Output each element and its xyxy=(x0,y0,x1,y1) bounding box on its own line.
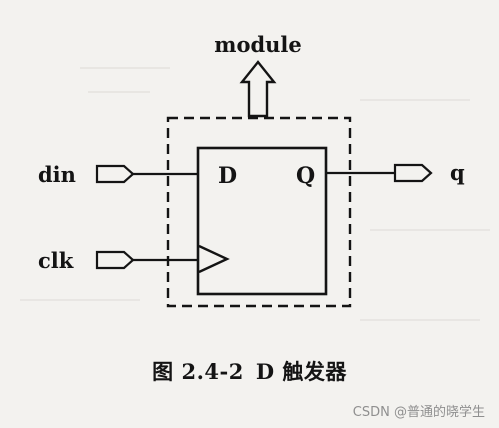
clk-port-connector xyxy=(95,250,135,270)
module-boundary xyxy=(166,116,352,308)
module-up-arrow xyxy=(239,60,277,118)
csdn-watermark: CSDN @普通的晓学生 xyxy=(352,405,485,420)
din-label: din xyxy=(38,162,76,187)
figure-title: D 触发器 xyxy=(255,359,347,384)
flipflop-box xyxy=(196,146,328,296)
clock-triangle xyxy=(198,244,230,274)
d-pin-label: D xyxy=(218,163,237,189)
q-port-connector xyxy=(393,163,433,183)
module-label: module xyxy=(214,32,302,57)
clk-label: clk xyxy=(38,248,74,273)
figure-caption: 图 2.4-2 D 触发器 xyxy=(0,356,499,386)
q-label: q xyxy=(450,160,465,185)
figure-number: 图 2.4-2 xyxy=(152,359,244,384)
din-port-connector xyxy=(95,164,135,184)
q-pin-label: Q xyxy=(296,163,315,189)
